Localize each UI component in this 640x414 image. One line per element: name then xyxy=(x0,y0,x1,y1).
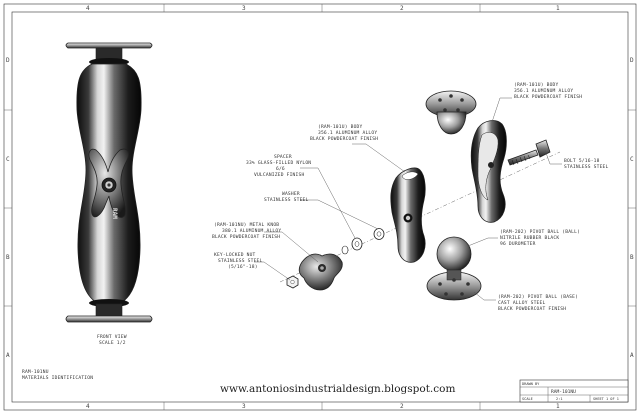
zone-top-3: 3 xyxy=(242,5,246,12)
svg-text:(RAM-101U) BODY: (RAM-101U) BODY xyxy=(318,124,363,130)
title-block-scale-label: SCALE xyxy=(522,397,533,401)
callout-body-right: (RAM-101U) BODY 356.1 ALUMINUM ALLOY BLA… xyxy=(514,82,582,100)
callout-nut: KEY-LOCKED NUT STAINLESS STEEL (5/16"-18… xyxy=(214,252,263,270)
drawing-border xyxy=(3,3,637,411)
zone-right-c: C xyxy=(630,156,634,163)
title-block-part-number: RAM-101NU xyxy=(551,389,576,395)
svg-text:(RAM-101NU) METAL KNOB: (RAM-101NU) METAL KNOB xyxy=(214,222,279,228)
exploded-spacer xyxy=(351,237,363,251)
watermark-url: www.antoniosindustrialdesign.blogspot.co… xyxy=(220,383,455,395)
front-view-knob-text: RAM xyxy=(111,208,118,219)
svg-text:KEY-LOCKED NUT: KEY-LOCKED NUT xyxy=(214,252,256,258)
exploded-top-ball-plate xyxy=(425,90,477,135)
svg-text:(RAM-202) PIVOT BALL (BASE): (RAM-202) PIVOT BALL (BASE) xyxy=(498,294,578,300)
exploded-view xyxy=(279,90,561,301)
leader-lines xyxy=(254,97,562,301)
exploded-nut xyxy=(286,275,299,289)
zone-bottom-4: 4 xyxy=(86,403,90,410)
material-note: RAM-101NU MATERIALS IDENTIFICATION xyxy=(22,369,93,381)
zone-left-c: C xyxy=(6,156,10,163)
front-view-bottom-plate xyxy=(65,299,153,323)
svg-text:BLACK POWDERCOAT FINISH: BLACK POWDERCOAT FINISH xyxy=(514,94,582,100)
svg-text:RAM-101NU: RAM-101NU xyxy=(22,369,49,375)
svg-text:6/6: 6/6 xyxy=(276,166,285,172)
exploded-knob xyxy=(298,253,343,291)
svg-text:33% GLASS-FILLED NYLON: 33% GLASS-FILLED NYLON xyxy=(246,160,311,166)
front-view-caption-line2: SCALE 1/2 xyxy=(99,340,126,346)
title-block-scale-value: 2:1 xyxy=(556,397,563,401)
callout-ball: (RAM-202) PIVOT BALL (BALL) NITRILE RUBB… xyxy=(500,229,580,247)
exploded-bottom-ball-plate xyxy=(426,236,482,301)
zone-top-2: 2 xyxy=(400,5,404,12)
front-view-caption-line1: FRONT VIEW xyxy=(97,334,127,340)
svg-text:96 DUROMETER: 96 DUROMETER xyxy=(500,241,536,247)
zone-bottom-2: 2 xyxy=(400,403,404,410)
exploded-body-center xyxy=(390,167,426,263)
zone-left-a: A xyxy=(6,352,10,359)
svg-text:BLACK POWDERCOAT FINISH: BLACK POWDERCOAT FINISH xyxy=(498,306,566,312)
svg-text:VULCANIZED FINISH: VULCANIZED FINISH xyxy=(254,172,304,178)
title-block-sheet: SHEET 1 OF 1 xyxy=(593,397,619,401)
svg-text:BLACK POWDERCOAT FINISH: BLACK POWDERCOAT FINISH xyxy=(310,136,378,142)
exploded-bolt xyxy=(507,139,551,166)
callout-bolt: BOLT 5/16-18 STAINLESS STEEL xyxy=(564,158,609,170)
title-block: DRAWN BY RAM-101NU SCALE 2:1 SHEET 1 OF … xyxy=(519,379,629,403)
zone-right-a: A xyxy=(630,352,634,359)
exploded-knob-washer xyxy=(341,245,349,255)
zone-bottom-3: 3 xyxy=(242,403,246,410)
zone-left-b: B xyxy=(6,254,10,261)
zone-left-d: D xyxy=(6,57,10,64)
svg-text:(RAM-202) PIVOT BALL (BALL): (RAM-202) PIVOT BALL (BALL) xyxy=(500,229,580,235)
callout-spacer: SPACER 33% GLASS-FILLED NYLON 6/6 VULCAN… xyxy=(246,154,311,178)
front-view-top-plate xyxy=(65,42,153,66)
callout-knob: (RAM-101NU) METAL KNOB 380.1 ALUMINUM AL… xyxy=(212,222,281,240)
zone-right-d: D xyxy=(630,57,634,64)
callout-body-center: (RAM-101U) BODY 356.1 ALUMINUM ALLOY BLA… xyxy=(310,124,378,142)
svg-text:MATERIALS IDENTIFICATION: MATERIALS IDENTIFICATION xyxy=(22,375,93,381)
callout-plate: (RAM-202) PIVOT BALL (BASE) CAST ALLOY S… xyxy=(498,294,578,312)
svg-text:CAST ALLOY STEEL: CAST ALLOY STEEL xyxy=(498,300,545,306)
svg-text:STAINLESS STEEL: STAINLESS STEEL xyxy=(264,197,309,203)
svg-text:STAINLESS STEEL: STAINLESS STEEL xyxy=(564,164,609,170)
callouts: (RAM-101U) BODY 356.1 ALUMINUM ALLOY BLA… xyxy=(212,82,609,312)
svg-text:NITRILE RUBBER BLACK: NITRILE RUBBER BLACK xyxy=(500,235,559,241)
zone-labels: 4 3 2 1 4 3 2 1 D C B A D C B A xyxy=(6,5,634,410)
callout-washer: WASHER STAINLESS STEEL xyxy=(264,191,309,203)
zone-bottom-1: 1 xyxy=(556,403,560,410)
svg-text:356.1 ALUMINUM ALLOY: 356.1 ALUMINUM ALLOY xyxy=(514,88,573,94)
svg-text:BLACK POWDERCOAT FINISH: BLACK POWDERCOAT FINISH xyxy=(212,234,280,240)
front-view-assembly: RAM FRONT VIEW SCALE 1/2 xyxy=(65,42,153,346)
svg-text:WASHER: WASHER xyxy=(282,191,300,197)
svg-text:STAINLESS STEEL: STAINLESS STEEL xyxy=(218,258,263,264)
svg-text:SPACER: SPACER xyxy=(274,154,292,160)
svg-text:356.1 ALUMINUM ALLOY: 356.1 ALUMINUM ALLOY xyxy=(318,130,377,136)
svg-text:BOLT 5/16-18: BOLT 5/16-18 xyxy=(564,158,600,164)
zone-top-1: 1 xyxy=(556,5,560,12)
svg-text:(RAM-101U) BODY: (RAM-101U) BODY xyxy=(514,82,559,88)
exploded-washer xyxy=(373,228,385,240)
zone-top-4: 4 xyxy=(86,5,90,12)
svg-text:(5/16"-18): (5/16"-18) xyxy=(228,264,258,270)
zone-right-b: B xyxy=(630,254,634,261)
exploded-body-right xyxy=(470,120,507,223)
title-block-drawn-by: DRAWN BY xyxy=(522,382,540,386)
svg-text:380.1 ALUMINUM ALLOY: 380.1 ALUMINUM ALLOY xyxy=(222,228,281,234)
